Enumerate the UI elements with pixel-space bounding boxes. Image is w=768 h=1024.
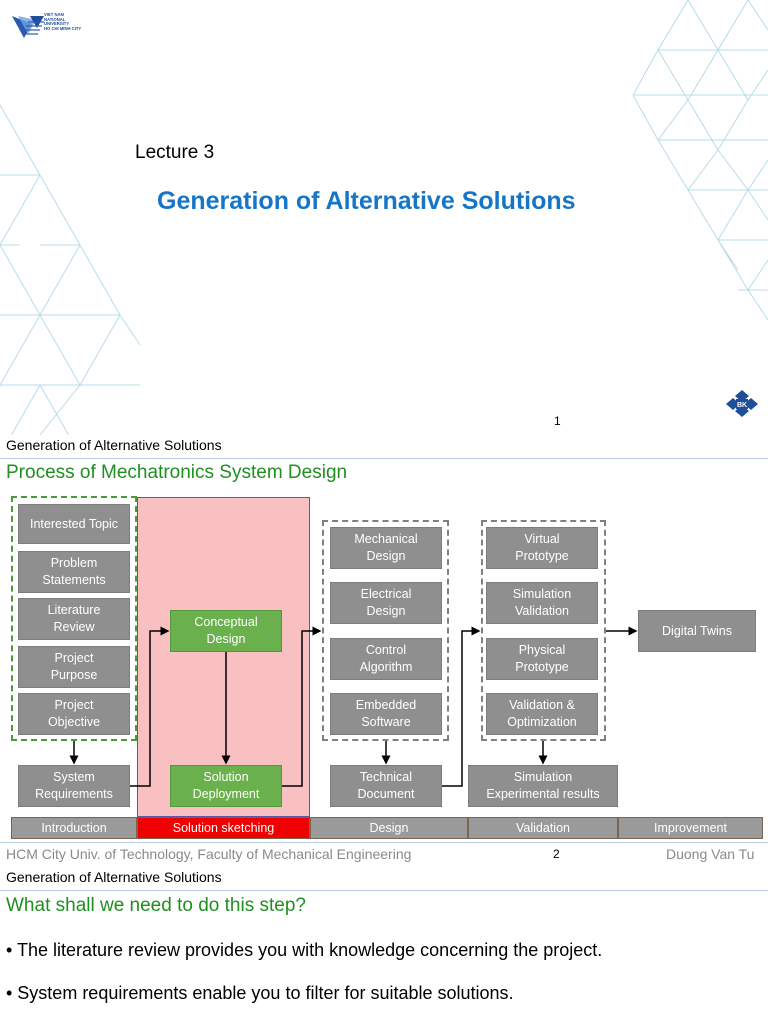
phase-solution-sketching: Solution sketching [137,817,310,839]
bullet-item: • System requirements enable you to filt… [6,983,514,1003]
validation-group [481,520,606,741]
box-digital-twins: Digital Twins [638,610,756,652]
box-solution-deployment: Solution Deployment [170,765,282,807]
bk-emblem-icon: BK [726,390,758,417]
logo-line: HO CHI MINH CITY [44,25,82,31]
phase-validation: Validation [468,817,618,839]
title-slide: VIET NAM NATIONAL UNIVERSITY HO CHI MINH… [0,0,768,436]
box-control-algorithm: Control Algorithm [330,638,442,680]
phase-introduction: Introduction [11,817,137,839]
logo-line: VIET NAM [44,12,65,17]
arrow-requirements-to-conceptual [130,626,170,787]
logo-line: UNIVERSITY [44,21,70,27]
page-number: 1 [554,414,561,428]
box-simulation-validation: Simulation Validation [486,582,598,624]
header-divider [0,890,768,891]
triangle-pattern-left [0,104,140,435]
footer-author: Duong Van Tu [666,846,755,862]
box-electrical-design: Electrical Design [330,582,442,624]
box-conceptual-design: Conceptual Design [170,610,282,652]
slide-title: Generation of Alternative Solutions [157,187,576,215]
box-project-objective: Project Objective [18,693,130,735]
box-embedded-software: Embedded Software [330,693,442,735]
header-divider [0,458,768,459]
phase-design: Design [310,817,468,839]
arrow-document-to-validation [442,626,481,787]
triangle-pattern-right [632,0,768,321]
box-literature-review: Literature Review [18,598,130,640]
box-validation-optimization: Validation & Optimization [486,693,598,735]
slide-heading: Process of Mechatronics System Design [6,462,348,483]
arrow-deployment-to-design [282,626,322,787]
design-group [322,520,449,741]
box-virtual-prototype: Virtual Prototype [486,527,598,569]
box-technical-document: Technical Document [330,765,442,807]
logo-text: VIET NAM NATIONAL UNIVERSITY HO CHI MINH… [44,12,94,31]
box-mechanical-design: Mechanical Design [330,527,442,569]
flow-arrows [69,626,638,787]
university-logo [12,16,44,38]
box-system-requirements: System Requirements [18,765,130,807]
page-number: 2 [553,847,560,861]
logo-line: NATIONAL [44,16,66,22]
box-project-purpose: Project Purpose [18,646,130,688]
phase-improvement: Improvement [618,817,763,839]
box-interested-topic: Interested Topic [18,504,130,544]
footer-divider [0,842,768,843]
footer-affiliation: HCM City Univ. of Technology, Faculty of… [6,846,412,862]
emblem-text: BK [737,402,747,409]
slide-header: Generation of Alternative Solutions [6,437,222,453]
bullet-item: • The literature review provides you wit… [6,940,603,960]
slide-header: Generation of Alternative Solutions [6,869,222,885]
box-simulation-results: Simulation Experimental results [468,765,618,807]
box-problem-statements: Problem Statements [18,551,130,593]
slide-heading: What shall we need to do this step? [6,895,306,916]
box-physical-prototype: Physical Prototype [486,638,598,680]
introduction-group [11,496,137,741]
lecture-number: Lecture 3 [135,142,215,163]
